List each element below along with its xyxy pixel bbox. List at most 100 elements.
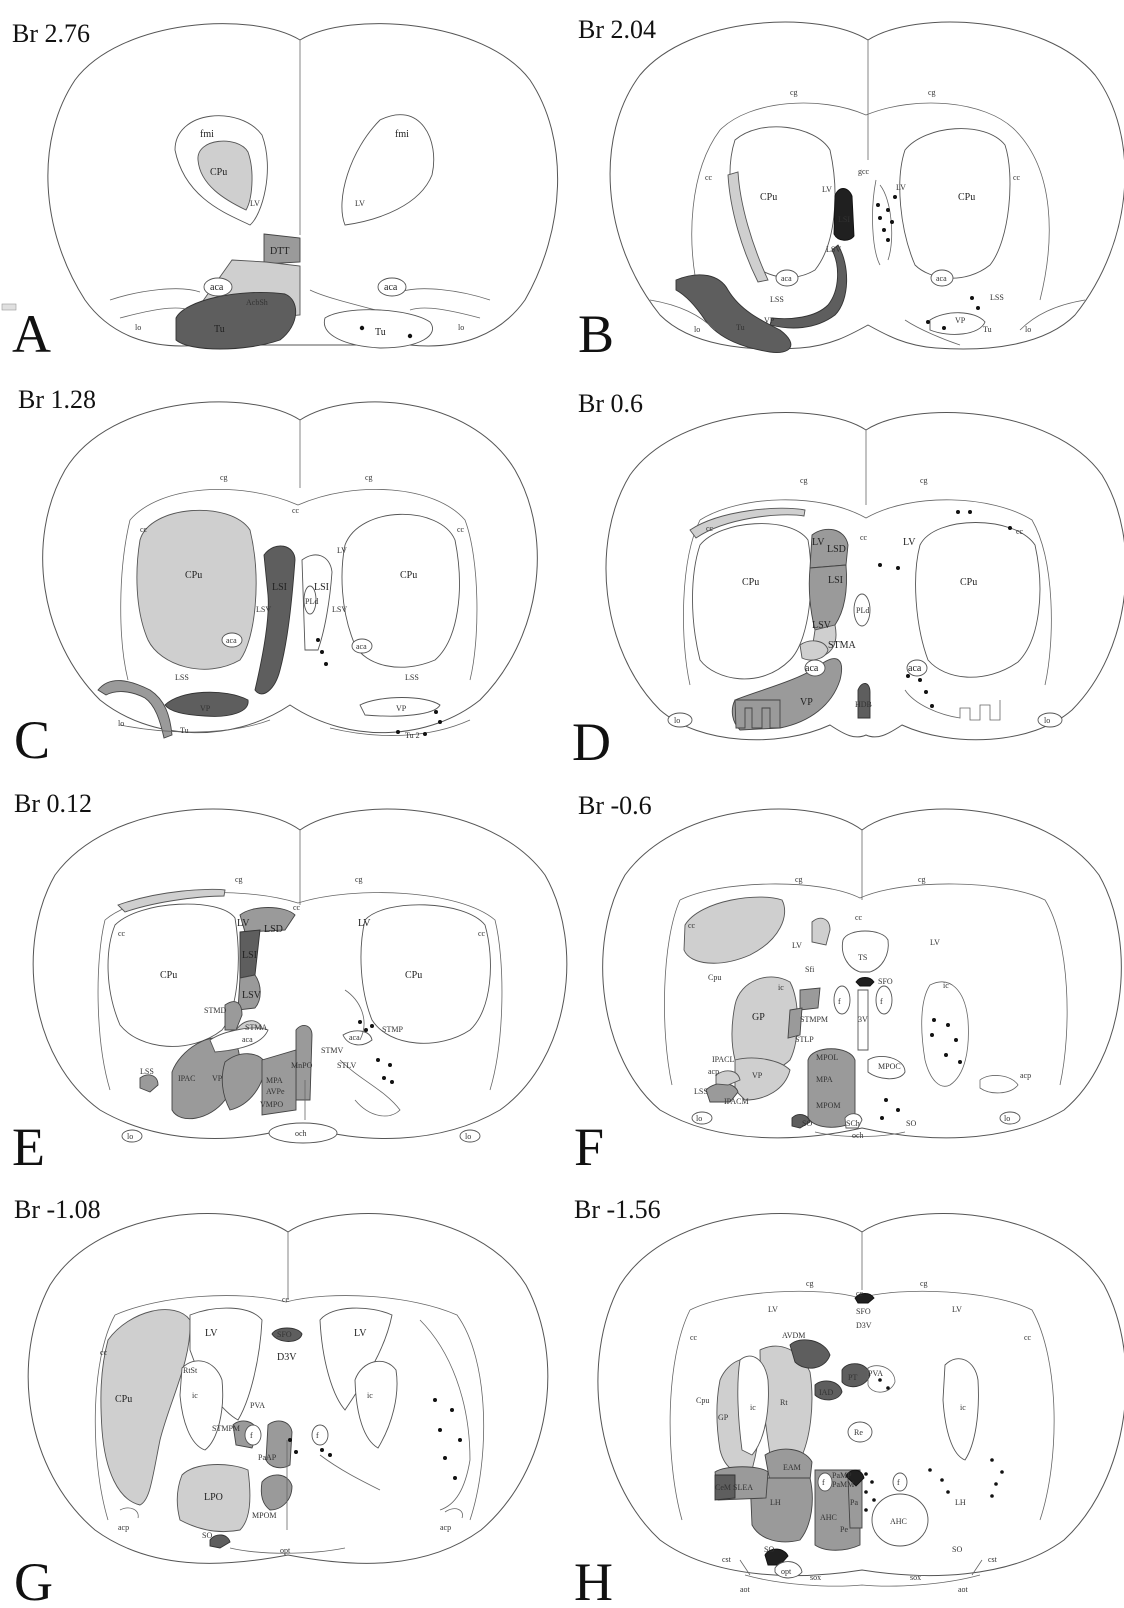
panel-d-label: aca	[805, 663, 819, 674]
panel-c-bregma: Br 1.28	[18, 385, 96, 414]
panel-f-label: IPACL	[712, 1055, 734, 1064]
panel-g-dot	[450, 1408, 454, 1412]
panel-e-label: CPu	[160, 970, 177, 981]
panel-g-label: STMPM	[212, 1424, 240, 1433]
panel-d-label: lo	[674, 716, 680, 725]
panel-a-label: Tu	[214, 324, 225, 335]
panel-f-label: VP	[752, 1071, 763, 1080]
panel-b-dot	[893, 195, 897, 199]
panel-g-letter: G	[14, 1552, 53, 1608]
panel-b-brain-outline	[610, 22, 1124, 349]
panel-d-label: lo	[1044, 716, 1050, 725]
panel-h-dot	[990, 1494, 994, 1498]
panel-f-label: LV	[792, 941, 802, 950]
panel-h-label: SO	[764, 1545, 774, 1554]
panel-e-dot	[358, 1020, 362, 1024]
panel-h-label: SLEA	[733, 1483, 753, 1492]
panel-c-letter: C	[14, 710, 50, 770]
panel-g-label: ic	[192, 1391, 198, 1400]
panel-b-dot	[942, 326, 946, 330]
panel-g-dot	[443, 1456, 447, 1460]
panel-c-dot	[316, 638, 320, 642]
panel-e-label: lo	[465, 1132, 471, 1141]
panel-h-label: Pe	[840, 1525, 848, 1534]
panel-e-dot	[376, 1058, 380, 1062]
panel-d-label: LSI	[828, 575, 843, 586]
panel-d-bregma: Br 0.6	[578, 389, 643, 418]
panel-b-label: Tu	[983, 325, 992, 334]
panel-g-label: cc	[100, 1348, 108, 1357]
panel-g-label: LPO	[204, 1492, 223, 1503]
panel-f-dot	[884, 1098, 888, 1102]
panel-f-dot	[958, 1060, 962, 1064]
panel-g-label: PVA	[250, 1401, 265, 1410]
panel-e-dot	[364, 1028, 368, 1032]
panel-h-dot	[1000, 1470, 1004, 1474]
panel-g-fornix-left	[245, 1425, 261, 1445]
panel-h-dot	[870, 1480, 874, 1484]
panel-f-label: acp	[708, 1067, 719, 1076]
panel-f-label: cg	[918, 875, 926, 884]
panel-d-label: LSD	[827, 544, 846, 555]
panel-a-label: fmi	[395, 129, 409, 140]
panel-f-fornix-right	[876, 986, 892, 1014]
panel-h-dot	[928, 1468, 932, 1472]
panel-h-label: LV	[952, 1305, 962, 1314]
panel-h-label: LH	[770, 1498, 781, 1507]
panel-e-label: LV	[237, 918, 250, 929]
panel-a-label: aca	[210, 282, 224, 293]
panel-g-dot	[328, 1453, 332, 1457]
panel-g-label: PaAP	[258, 1453, 277, 1462]
panel-d-label: LV	[903, 537, 916, 548]
panel-c-label: CPu	[400, 570, 417, 581]
panel-e-label: STMD	[204, 1006, 226, 1015]
panel-h-label: PVA	[868, 1369, 883, 1378]
panel-e-dot	[388, 1063, 392, 1067]
panel-h-label: SFO	[856, 1307, 871, 1316]
panel-d-label: CPu	[960, 577, 977, 588]
panel-h-label: sox	[910, 1573, 921, 1582]
panel-e-label: aca	[349, 1033, 360, 1042]
panel-e-label: STMP	[382, 1025, 403, 1034]
panel-b-label: CPu	[760, 192, 777, 203]
panel-d-label: cc	[706, 524, 714, 533]
panel-b-dot	[876, 203, 880, 207]
panel-h-label: aot	[740, 1585, 751, 1594]
panel-h-label: cc	[1024, 1333, 1032, 1342]
panel-c-label: cc	[292, 506, 300, 515]
panel-c-label: aca	[356, 642, 367, 651]
panel-d-label: LSV	[812, 620, 832, 631]
panel-c-label: VP	[396, 704, 407, 713]
panel-f-label: MPOL	[816, 1053, 838, 1062]
panel-e-label: cg	[355, 875, 363, 884]
panel-f-label: f	[838, 997, 841, 1006]
panel-f-letter: F	[574, 1117, 604, 1177]
panel-e-dot	[370, 1024, 374, 1028]
panel-f-dot	[930, 1033, 934, 1037]
panel-h-fornix-right	[893, 1473, 907, 1491]
panel-c-label: LSV	[332, 605, 347, 614]
panel-c-label: cc	[140, 525, 148, 534]
panel-b-letter: B	[578, 304, 614, 364]
panel-d-dot	[924, 690, 928, 694]
panel-g-label: opt	[280, 1546, 291, 1555]
panel-c-label: VP	[200, 704, 211, 713]
panel-e-label: STMA	[245, 1023, 267, 1032]
panel-a-label: lo	[135, 323, 141, 332]
panel-e-label: cc	[118, 929, 126, 938]
panel-c-label: PLd	[305, 597, 318, 606]
panel-h-label: cg	[806, 1279, 814, 1288]
panel-f-label: SFO	[878, 977, 893, 986]
panel-g-dot	[453, 1476, 457, 1480]
panel-d-label: STMA	[828, 640, 857, 651]
panel-c-label: Tu 2	[405, 731, 420, 740]
panel-h-label: AHC	[890, 1517, 907, 1526]
panel-h-label: PaMM	[832, 1480, 854, 1489]
panel-b-label: LSV	[826, 245, 841, 254]
panel-h-dot	[878, 1378, 882, 1382]
panel-f-dot	[954, 1038, 958, 1042]
panel-f-label: SCh	[846, 1119, 860, 1128]
panel-f-stmpm	[800, 988, 820, 1010]
panel-b-label: cc	[705, 173, 713, 182]
panel-f-label: cc	[688, 921, 696, 930]
